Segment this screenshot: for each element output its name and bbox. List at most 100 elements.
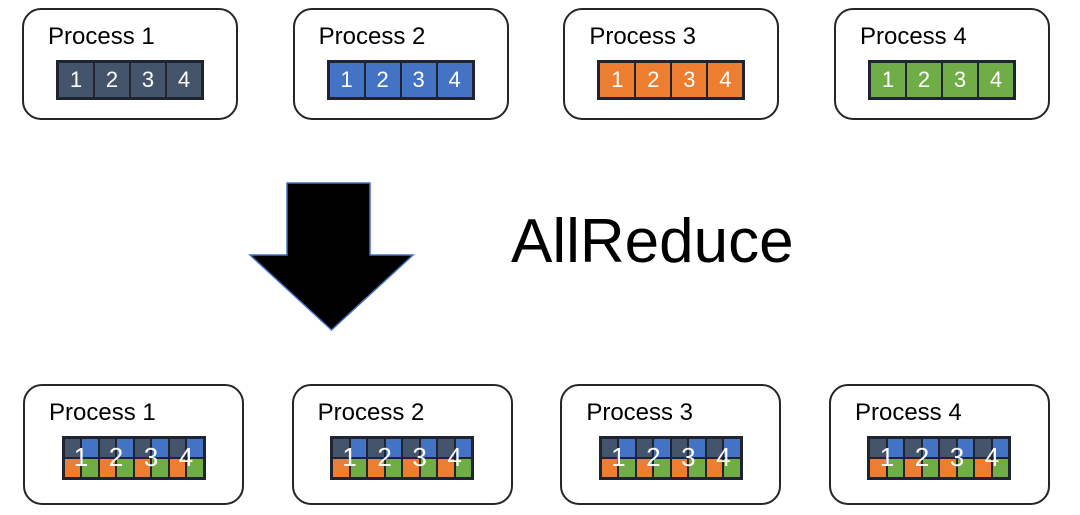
- cell-number: 1: [73, 442, 89, 473]
- reduced-cell: 4: [974, 437, 1010, 478]
- quadrant-blue: [151, 437, 169, 458]
- cell-number: 1: [342, 442, 357, 473]
- process-box-after-4: Process 4 1 2 3 4: [828, 384, 1050, 505]
- quadrant-blue: [186, 437, 204, 458]
- cell-number: 2: [646, 442, 661, 473]
- quadrant-green: [618, 457, 636, 478]
- data-cell: 1: [58, 61, 94, 98]
- process-label: Process 4: [859, 23, 967, 50]
- data-cell: 3: [130, 61, 166, 98]
- cell-number: 4: [716, 442, 731, 473]
- quadrant-blue: [618, 437, 636, 458]
- quadrant-dark: [635, 437, 654, 458]
- quadrant-dark: [974, 437, 992, 458]
- quadrant-dark: [437, 437, 455, 458]
- quadrant-orange: [869, 457, 887, 478]
- quadrant-dark: [168, 437, 186, 458]
- quadrant-orange: [98, 457, 116, 478]
- data-cell: 2: [905, 61, 942, 98]
- reduced-cell: 3: [402, 437, 438, 478]
- cell-number: 3: [949, 442, 965, 473]
- quadrant-orange: [437, 457, 455, 478]
- quadrant-orange: [367, 457, 385, 478]
- quadrant-blue: [454, 437, 473, 458]
- cell-number: 4: [984, 442, 1000, 473]
- data-cell: 3: [941, 61, 978, 98]
- reduced-cell: 2: [367, 437, 403, 478]
- data-strip: 1 2 3 4: [867, 59, 1016, 100]
- reduced-cell: 1: [600, 437, 636, 478]
- cell-number: 1: [879, 442, 895, 473]
- reduced-cell: 2: [98, 437, 134, 478]
- process-label: Process 2: [317, 399, 425, 426]
- process-label: Process 3: [586, 399, 694, 426]
- reduced-cell: 2: [904, 437, 940, 478]
- quadrant-orange: [705, 457, 724, 478]
- quadrant-orange: [600, 457, 619, 478]
- quadrant-blue: [723, 437, 741, 458]
- reduced-cell: 4: [168, 437, 204, 478]
- quadrant-blue: [419, 437, 438, 458]
- quadrant-green: [186, 457, 204, 478]
- process-box-before-1: Process 1 1 2 3 4: [22, 8, 238, 120]
- process-box-before-3: Process 3 1 2 3 4: [563, 8, 780, 120]
- quadrant-green: [886, 457, 905, 478]
- reduced-cell: 3: [670, 437, 706, 478]
- data-cell: 3: [400, 61, 437, 98]
- process-box-after-2: Process 2 1 2 3 4: [291, 384, 513, 505]
- data-cell: 4: [707, 61, 744, 98]
- reduced-cell: 4: [437, 437, 473, 478]
- data-cell: 1: [869, 61, 906, 98]
- data-cell: 4: [977, 61, 1014, 98]
- cell-number: 4: [178, 442, 194, 473]
- quadrant-green: [921, 457, 940, 478]
- quadrant-orange: [939, 457, 957, 478]
- down-arrow-icon: [248, 182, 415, 332]
- process-box-after-1: Process 1 1 2 3 4: [23, 384, 244, 505]
- quadrant-dark: [63, 437, 81, 458]
- operation-title: AllReduce: [511, 207, 794, 276]
- data-cell: 2: [94, 61, 130, 98]
- quadrant-blue: [349, 437, 368, 458]
- quadrant-blue: [384, 437, 403, 458]
- cell-number: 3: [143, 442, 159, 473]
- quadrant-green: [419, 457, 438, 478]
- data-cell: 1: [599, 61, 636, 98]
- quadrant-orange: [635, 457, 654, 478]
- reduced-cell: 1: [869, 437, 905, 478]
- data-cell: 3: [671, 61, 708, 98]
- quadrant-green: [151, 457, 169, 478]
- cell-number: 1: [611, 442, 626, 473]
- quadrant-orange: [63, 457, 81, 478]
- quadrant-green: [688, 457, 706, 478]
- quadrant-dark: [332, 437, 350, 458]
- quadrant-green: [454, 457, 473, 478]
- quadrant-dark: [904, 437, 922, 458]
- quadrant-green: [116, 457, 134, 478]
- reduced-data-strip: 1 2 3 4: [598, 435, 743, 480]
- data-strip: 1 2 3 4: [56, 59, 204, 100]
- data-strip: 1 2 3 4: [597, 59, 746, 100]
- process-label: Process 4: [854, 399, 962, 426]
- quadrant-dark: [600, 437, 619, 458]
- quadrant-green: [653, 457, 671, 478]
- quadrant-dark: [402, 437, 420, 458]
- quadrant-blue: [886, 437, 905, 458]
- quadrant-orange: [402, 457, 420, 478]
- process-label: Process 1: [48, 23, 155, 50]
- reduced-data-strip: 1 2 3 4: [330, 435, 475, 480]
- process-label: Process 2: [318, 23, 426, 50]
- quadrant-orange: [332, 457, 350, 478]
- quadrant-dark: [133, 437, 151, 458]
- quadrant-green: [956, 457, 975, 478]
- process-box-after-3: Process 3 1 2 3 4: [560, 384, 782, 505]
- quadrant-green: [384, 457, 403, 478]
- reduced-cell: 2: [635, 437, 671, 478]
- quadrant-green: [723, 457, 741, 478]
- quadrant-dark: [869, 437, 887, 458]
- quadrant-dark: [98, 437, 116, 458]
- quadrant-orange: [904, 457, 922, 478]
- reduced-cell: 1: [63, 437, 99, 478]
- process-box-before-4: Process 4 1 2 3 4: [833, 8, 1050, 120]
- quadrant-orange: [974, 457, 992, 478]
